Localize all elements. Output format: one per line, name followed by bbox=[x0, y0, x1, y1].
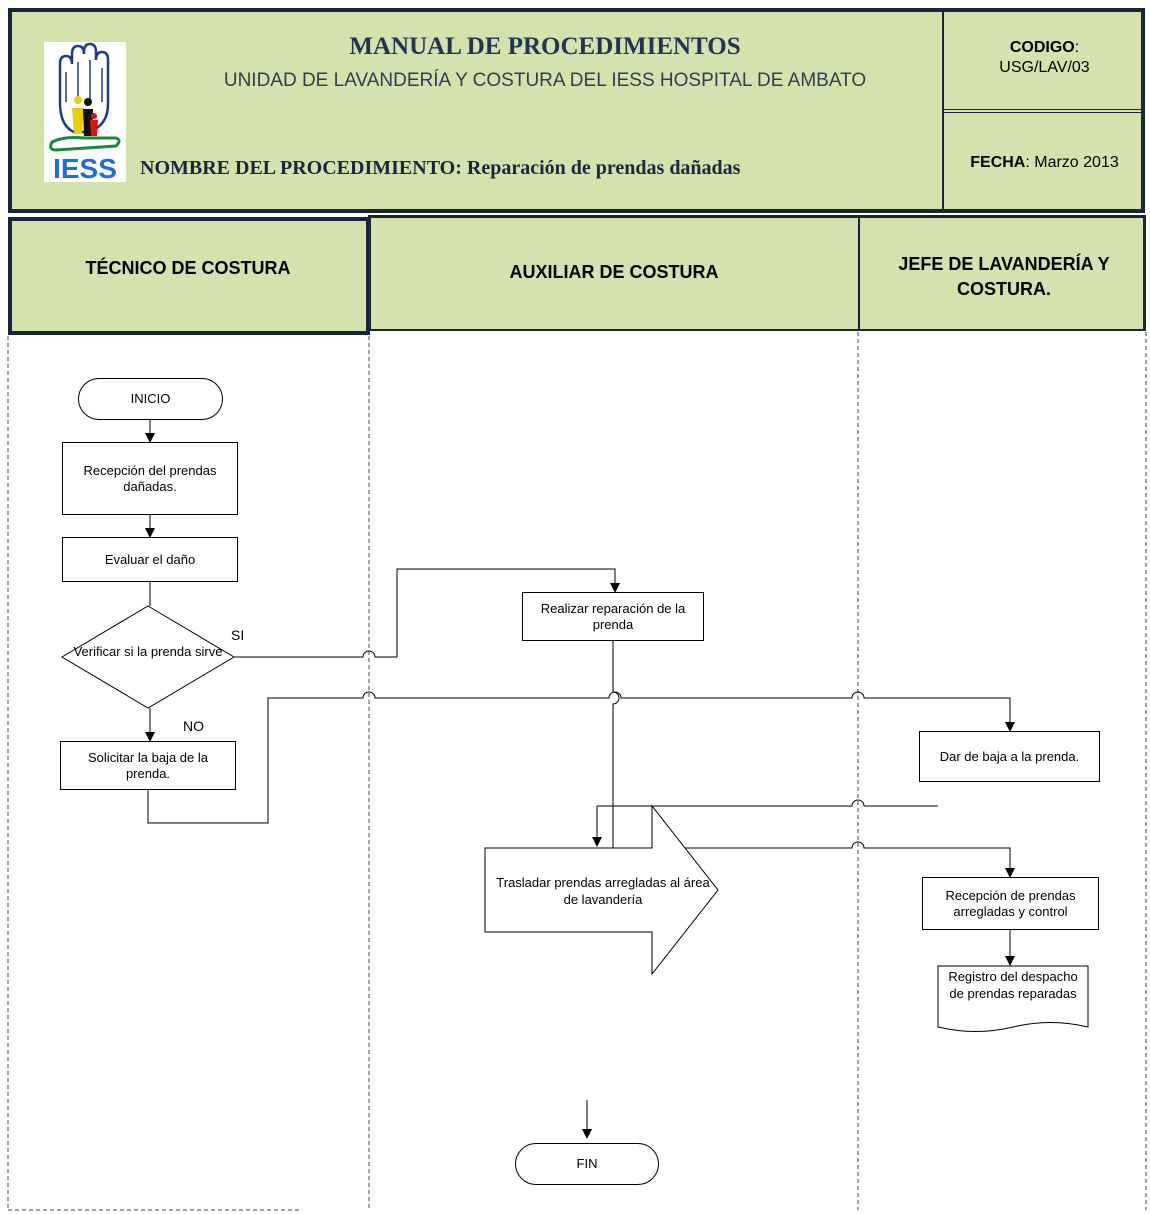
header-divider-horizontal bbox=[944, 109, 1143, 113]
process-recepcion-label: Recepción del prendas dañadas. bbox=[83, 462, 217, 494]
lane-header-auxiliar bbox=[368, 215, 860, 331]
procedure-name-row: NOMBRE DEL PROCEDIMIENTO: Reparación de … bbox=[140, 157, 740, 180]
branch-no-label: NO bbox=[183, 718, 204, 734]
arrow-registro-trasladar bbox=[592, 799, 938, 847]
process-dar-baja: Dar de baja a la prenda. bbox=[919, 731, 1100, 782]
process-realizar-reparacion-label: Realizar reparación de la prenda bbox=[540, 600, 686, 632]
process-solicitar-baja-label: Solicitar la baja de la prenda. bbox=[88, 749, 208, 781]
page-subtitle: UNIDAD DE LAVANDERÍA Y COSTURA DEL IESS … bbox=[223, 70, 867, 91]
process-evaluar-label: Evaluar el daño bbox=[104, 551, 196, 567]
iess-logo-graphic: IESS bbox=[49, 42, 121, 184]
date-value: Marzo 2013 bbox=[1034, 154, 1119, 171]
end-terminator: FIN bbox=[515, 1143, 659, 1185]
page-title: MANUAL DE PROCEDIMIENTOS bbox=[349, 33, 741, 60]
header-divider-vertical bbox=[942, 10, 944, 212]
date-label: FECHA bbox=[970, 154, 1026, 171]
lane-title-auxiliar: AUXILIAR DE COSTURA bbox=[509, 262, 719, 282]
arrow-solicitar-darbaja bbox=[147, 691, 1015, 824]
process-trasladar-label: Trasladar prendas arregladas al área de … bbox=[496, 875, 710, 907]
code-cell: CODIGO: USG/LAV/03 bbox=[946, 38, 1143, 78]
process-evaluar: Evaluar el daño bbox=[62, 537, 238, 582]
procedure-name: Reparación de prendas dañadas bbox=[466, 157, 741, 179]
process-solicitar-baja: Solicitar la baja de la prenda. bbox=[60, 741, 236, 790]
lane-header-jefe bbox=[858, 215, 1146, 331]
decision-label: Verificar si la prenda sirve bbox=[73, 644, 223, 659]
process-realizar-reparacion: Realizar reparación de la prenda bbox=[522, 592, 704, 641]
branch-si-label: SI bbox=[231, 627, 245, 643]
lane-borders bbox=[7, 332, 1147, 1211]
decision-diamond bbox=[61, 605, 235, 709]
arrow-si-realizar bbox=[234, 568, 620, 658]
iess-logo-text: IESS bbox=[53, 153, 117, 182]
process-recepcion: Recepción del prendas dañadas. bbox=[62, 442, 238, 515]
header-panel bbox=[8, 8, 1145, 213]
process-recepcion-arregladas-label: Recepción de prendas arregladas y contro… bbox=[945, 887, 1076, 919]
iess-logo: IESS bbox=[44, 42, 126, 184]
start-label: INICIO bbox=[130, 391, 171, 406]
process-dar-baja-label: Dar de baja a la prenda. bbox=[939, 748, 1080, 764]
code-label: CODIGO bbox=[1009, 39, 1075, 56]
procedure-label: NOMBRE DEL PROCEDIMIENTO: bbox=[140, 157, 462, 179]
lane-header-tecnico bbox=[8, 217, 370, 335]
document-registro-label: Registro del despacho de prendas reparad… bbox=[948, 969, 1078, 1001]
block-arrow-shape bbox=[484, 804, 719, 976]
lane-title-jefe: JEFE DE LAVANDERÍA Y COSTURA. bbox=[898, 254, 1110, 299]
end-label: FIN bbox=[576, 1156, 598, 1171]
start-terminator: INICIO bbox=[78, 378, 223, 420]
arrow-realizar-recepcion bbox=[612, 641, 1015, 878]
document-shape bbox=[937, 965, 1089, 1032]
date-cell: FECHA: Marzo 2013 bbox=[970, 154, 1119, 171]
code-value: USG/LAV/03 bbox=[999, 59, 1090, 76]
process-recepcion-arregladas: Recepción de prendas arregladas y contro… bbox=[922, 877, 1099, 930]
lane-title-tecnico: TÉCNICO DE COSTURA bbox=[85, 258, 291, 278]
